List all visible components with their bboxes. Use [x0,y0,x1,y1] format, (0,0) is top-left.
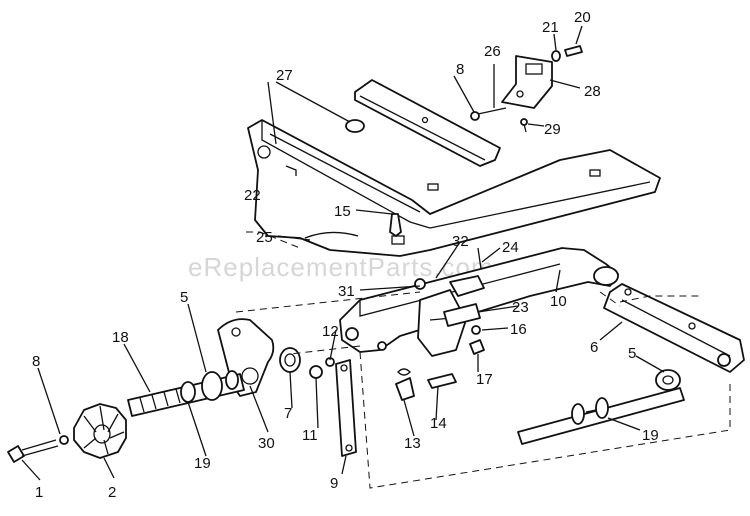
callout-16: 16 [510,321,527,338]
nut-5-right [655,369,681,391]
callout-18: 18 [112,329,129,346]
spring-13 [395,368,415,401]
callout-12: 12 [322,323,339,340]
callout-8-upper: 8 [456,61,464,78]
callout-13: 13 [404,435,421,452]
callout-2: 2 [108,484,116,501]
washer-11 [309,365,323,379]
callout-31: 31 [338,283,355,300]
callout-9: 9 [330,475,338,492]
nut-17 [469,339,485,355]
callout-5-left: 5 [180,289,188,306]
callout-20: 20 [574,9,591,26]
callout-28: 28 [584,83,601,100]
arm-6 [603,283,745,373]
callout-32: 32 [452,233,469,250]
bracket-28 [501,55,553,109]
washer-8-lower [59,435,69,445]
link-9 [335,359,357,457]
callout-17: 17 [476,371,493,388]
shaft-assembly-left [127,370,245,417]
callout-23: 23 [512,299,529,316]
callout-14: 14 [430,415,447,432]
spacer-27 [345,119,365,133]
rear-cross-member [354,79,501,167]
callout-22: 22 [244,187,261,204]
callout-27: 27 [276,67,293,84]
bushing-7 [279,347,301,373]
upper-frame [247,119,661,257]
callout-21: 21 [542,19,559,36]
callout-19-right: 19 [642,427,659,444]
callout-11: 11 [302,427,318,444]
leader-lines [21,25,665,481]
callout-19-left: 19 [194,455,211,472]
callout-29: 29 [544,121,561,138]
gear-2 [73,403,127,459]
bolt-14 [427,373,457,389]
shaft-assembly-right [517,387,685,445]
callout-5-right: 5 [628,345,636,362]
callout-26: 26 [484,43,501,60]
callout-15: 15 [334,203,351,220]
callout-24: 24 [502,239,519,256]
callout-8-lower: 8 [32,353,40,370]
callout-10: 10 [550,293,567,310]
bracket-23 [443,303,481,327]
callout-6: 6 [590,339,598,356]
callout-labels: 1 2 5 5 6 7 8 8 9 10 11 12 13 14 15 16 1… [32,9,659,501]
small-hardware-top [470,45,583,133]
callout-30: 30 [258,435,275,452]
axle-frame-10 [339,247,619,357]
bolt-15 [389,213,402,237]
assembly-lines [235,231,731,489]
callout-1: 1 [35,484,43,501]
washer-16 [471,325,481,335]
callout-7: 7 [284,405,292,422]
watermark: eReplacementParts.com [188,252,494,282]
bolt-1 [7,439,59,463]
callout-25: 25 [256,229,273,246]
